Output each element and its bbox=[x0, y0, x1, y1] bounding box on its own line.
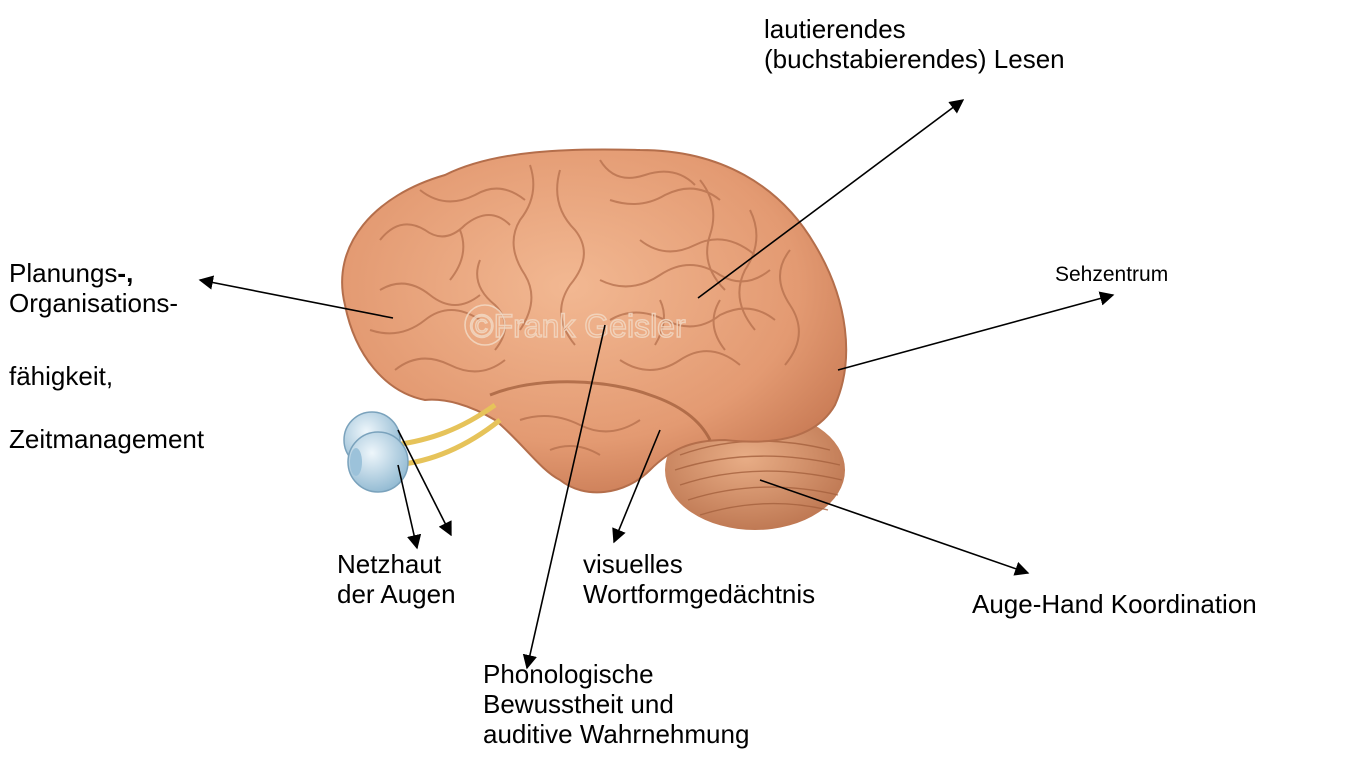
label-reading-line-2: (buchstabierendes) Lesen bbox=[764, 44, 1065, 74]
label-planning-line-4: Zeitmanagement bbox=[9, 424, 204, 454]
label-phonological-line-3: auditive Wahrnehmung bbox=[483, 719, 749, 749]
label-visual-memory: visuelles Wortformgedächtnis bbox=[583, 549, 815, 609]
label-planning-line-1: Planungs-, bbox=[9, 258, 178, 288]
label-visual-center: Sehzentrum bbox=[1055, 262, 1168, 288]
label-eye-hand: Auge-Hand Koordination bbox=[972, 589, 1257, 619]
label-reading-line-1: lautierendes bbox=[764, 14, 1065, 44]
watermark: ©Frank Geisler bbox=[465, 305, 686, 345]
label-visual-memory-line-1: visuelles bbox=[583, 549, 815, 579]
label-planning: Planungs-, Organisations- bbox=[9, 258, 178, 318]
watermark-text: ©Frank Geisler bbox=[470, 308, 686, 344]
label-planning-line-1-main: Planungs bbox=[9, 258, 117, 288]
label-planning-line-3: fähigkeit, bbox=[9, 361, 113, 391]
label-phonological-line-2: Bewusstheit und bbox=[483, 689, 749, 719]
arrow-visual-center bbox=[838, 295, 1113, 370]
label-reading: lautierendes (buchstabierendes) Lesen bbox=[764, 14, 1065, 74]
arrow-retina-2 bbox=[398, 430, 451, 535]
label-visual-memory-line-2: Wortformgedächtnis bbox=[583, 579, 815, 609]
label-phonological-line-1: Phonologische bbox=[483, 659, 749, 689]
arrow-retina-1 bbox=[398, 465, 417, 548]
label-retina: Netzhaut der Augen bbox=[337, 549, 456, 609]
label-retina-line-1: Netzhaut bbox=[337, 549, 456, 579]
label-planning-line-1-bold: -, bbox=[117, 258, 133, 288]
label-phonological: Phonologische Bewusstheit und auditive W… bbox=[483, 659, 749, 749]
label-planning-line-2: Organisations- bbox=[9, 288, 178, 318]
eyeballs bbox=[344, 412, 408, 492]
label-retina-line-2: der Augen bbox=[337, 579, 456, 609]
